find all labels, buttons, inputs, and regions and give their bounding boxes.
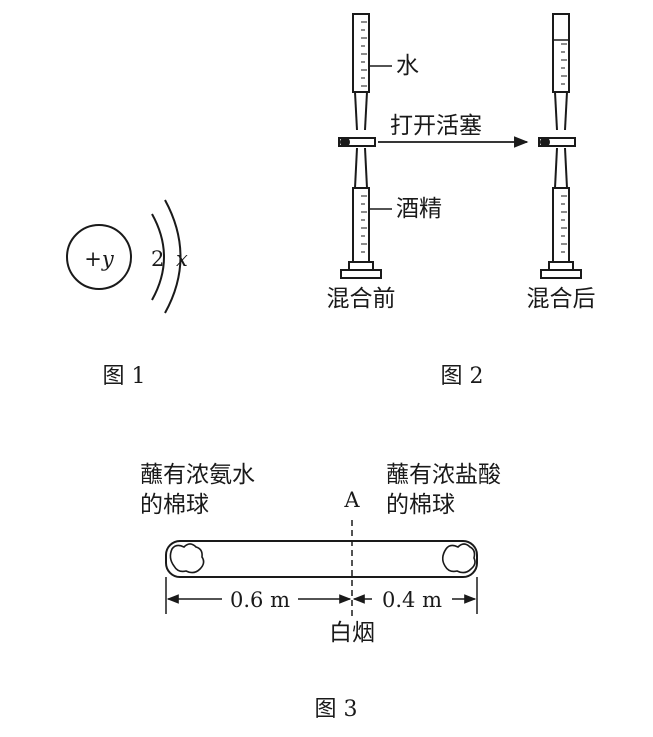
electron-x: x bbox=[176, 247, 188, 271]
distance-left: 0.6 m bbox=[230, 588, 290, 612]
cotton-ball-hcl bbox=[441, 543, 476, 574]
caption-fig3: 图 3 bbox=[315, 697, 358, 722]
label-alcohol: 酒精 bbox=[396, 196, 442, 222]
label-water: 水 bbox=[396, 53, 419, 79]
caption-fig1: 图 1 bbox=[103, 364, 146, 389]
label-after-mixing: 混合后 bbox=[527, 286, 596, 312]
label-hcl-1: 蘸有浓盐酸 bbox=[386, 462, 501, 488]
point-a-label: A bbox=[343, 488, 360, 512]
label-hcl-2: 的棉球 bbox=[386, 492, 455, 518]
figure-3: 蘸有浓氨水 的棉球 蘸有浓盐酸 的棉球 A 0.6 m 0.4 m 白烟 图 3 bbox=[140, 462, 501, 722]
stopcock-left bbox=[338, 137, 376, 147]
figure-2: 水 酒精 打开活塞 混合前 混合后 图 2 bbox=[327, 13, 596, 389]
caption-fig2: 图 2 bbox=[441, 364, 484, 389]
tube-before bbox=[338, 13, 382, 279]
label-open-stopcock: 打开活塞 bbox=[390, 113, 482, 139]
distance-right: 0.4 m bbox=[382, 588, 442, 612]
nucleus-circle bbox=[66, 224, 132, 290]
figure-1: +y 2 x 图 1 bbox=[66, 199, 188, 389]
cotton-ball-ammonia bbox=[169, 543, 205, 574]
tube-after bbox=[538, 13, 582, 279]
stopcock-right bbox=[538, 137, 576, 147]
electron-shell-inner bbox=[151, 213, 165, 301]
nucleus-charge: +y bbox=[84, 247, 115, 271]
electron-shell-outer bbox=[164, 199, 182, 314]
label-ammonia-2: 的棉球 bbox=[140, 492, 209, 518]
electron-count: 2 bbox=[151, 247, 164, 271]
label-ammonia-1: 蘸有浓氨水 bbox=[140, 462, 255, 488]
label-before-mixing: 混合前 bbox=[327, 286, 396, 312]
label-white-smoke: 白烟 bbox=[329, 620, 375, 646]
glass-tube bbox=[165, 540, 478, 578]
